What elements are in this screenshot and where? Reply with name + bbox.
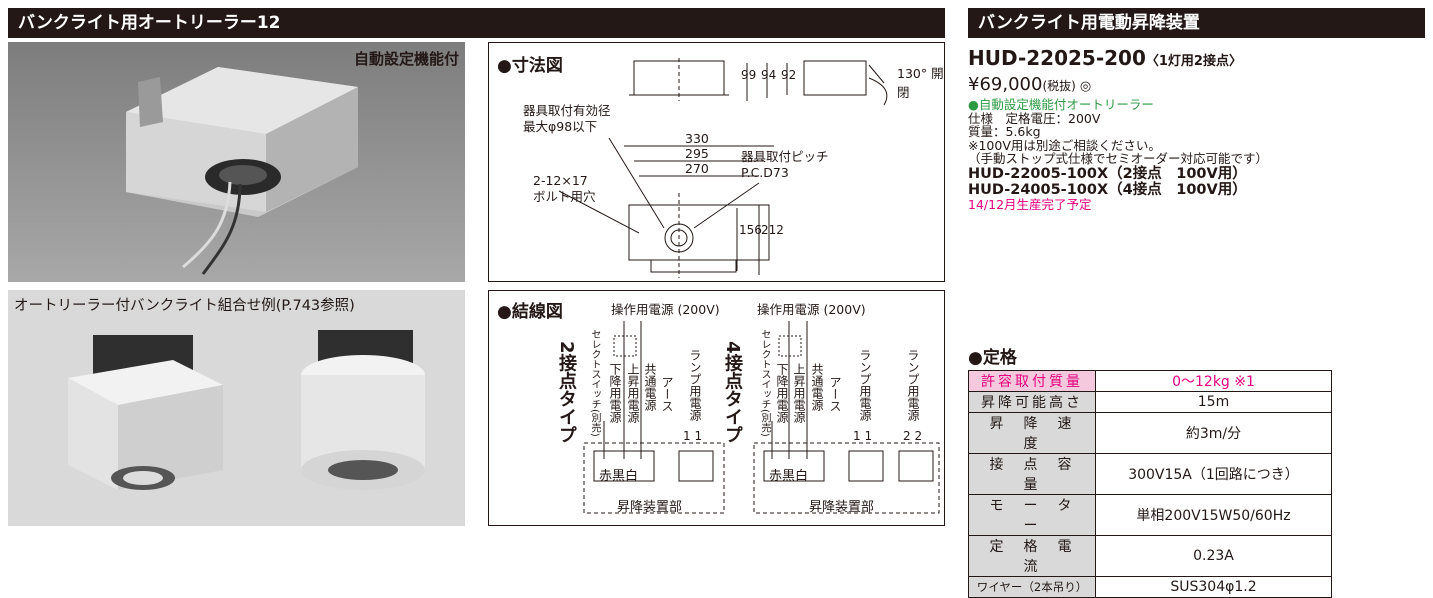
rating-row: モ ー タ ー単相200V15W50/60Hz bbox=[968, 494, 1332, 536]
feature-badge: 自動設定機能付 bbox=[353, 50, 459, 68]
auto-reeler-illustration bbox=[8, 42, 465, 282]
rating-value: 0.23A bbox=[1095, 535, 1332, 577]
dim-212: 212 bbox=[761, 223, 784, 237]
rating-key: 昇 降 速 度 bbox=[968, 412, 1096, 454]
product-price-line: ¥69,000(税抜)◎ bbox=[968, 74, 1091, 95]
dim-92: 92 bbox=[781, 68, 797, 82]
wiring-drawing bbox=[583, 321, 940, 514]
tax-note: (税抜) bbox=[1042, 79, 1076, 93]
open-angle-label: 130° 開閉 bbox=[897, 66, 944, 100]
variant-4-contact: HUD-24005-100X（4接点 100V用） bbox=[968, 181, 1247, 198]
spec-note-manual: （手動ストップ式仕様でセミオーダー対応可能です） bbox=[968, 151, 1269, 166]
down-power-label-4: 下降用電源 bbox=[775, 363, 789, 423]
product-model: HUD-22025-200〈1灯用2接点〉 bbox=[968, 46, 1242, 70]
type-2-contacts: 2接点タイプ bbox=[556, 341, 577, 444]
rating-key: 接 点 容 量 bbox=[968, 453, 1096, 495]
rating-row: ワイヤー（2本吊り）SUS304φ1.2 bbox=[968, 576, 1332, 598]
rating-key: 定 格 電 流 bbox=[968, 535, 1096, 577]
circle-mark: ◎ bbox=[1079, 79, 1092, 94]
rating-value: 0〜12kg ※1 bbox=[1095, 370, 1332, 392]
dim-94: 94 bbox=[761, 68, 777, 82]
power-label-4: 操作用電源 (200V) bbox=[757, 302, 866, 317]
product-price: ¥69,000 bbox=[968, 74, 1043, 95]
type-4-contacts: 4接点タイプ bbox=[722, 341, 743, 444]
discontinued-notice: 14/12月生産完了予定 bbox=[968, 196, 1092, 212]
rating-value: 15m bbox=[1095, 391, 1332, 413]
earth-label-2: アース bbox=[660, 376, 674, 412]
lamp-power-label-4b: ランプ用電源 bbox=[906, 349, 920, 421]
combination-illustration bbox=[68, 330, 425, 490]
dim-330: 330 bbox=[685, 131, 709, 146]
lamp-mark-1: 1 1 bbox=[683, 429, 703, 443]
right-section-header: バンクライト用電動昇降装置 bbox=[968, 8, 1425, 38]
wiring-panel: ●結線図 操作用電源 (200V) 操作用電源 (200V) 2接点タイプ 4接… bbox=[488, 290, 945, 526]
terminal-colors-2: 赤黒白 bbox=[599, 469, 639, 484]
rating-value: 単相200V15W50/60Hz bbox=[1095, 494, 1332, 536]
up-power-label-2: 上昇用電源 bbox=[626, 363, 640, 423]
rating-key: ワイヤー（2本吊り） bbox=[968, 576, 1096, 598]
product-specs: ●自動設定機能付オートリーラー 仕様 定格電圧：200V 質量：5.6kg ※1… bbox=[968, 98, 1268, 211]
dim-99: 99 bbox=[741, 68, 757, 82]
dimension-title: ●寸法図 bbox=[497, 56, 563, 76]
rating-key: モ ー タ ー bbox=[968, 494, 1096, 536]
common-power-label-2: 共通電源 bbox=[643, 363, 657, 411]
dim-156: 156 bbox=[739, 223, 762, 237]
lamp-power-label-2: ランプ用電源 bbox=[688, 349, 702, 421]
down-power-label-2: 下降用電源 bbox=[608, 363, 622, 423]
unit-label-2: 昇降装置部 bbox=[617, 500, 683, 515]
power-label-2: 操作用電源 (200V) bbox=[611, 302, 720, 317]
spec-weight: 質量：5.6kg bbox=[968, 124, 1041, 139]
spec-voltage: 仕様 定格電圧：200V bbox=[968, 110, 1101, 126]
auto-reeler-photo: 自動設定機能付 bbox=[8, 42, 465, 282]
rating-row: 昇 降 速 度約3m/分 bbox=[968, 412, 1332, 454]
dimension-drawing bbox=[558, 58, 888, 278]
model-note: 〈1灯用2接点〉 bbox=[1145, 54, 1242, 69]
combination-photo: オートリーラー付バンクライト組合せ例(P.743参照) bbox=[8, 290, 465, 526]
feature-line: ●自動設定機能付オートリーラー bbox=[968, 97, 1154, 112]
select-switch-label-4: セレクトスイッチ(別売) bbox=[759, 329, 770, 437]
dimension-panel: ●寸法図 130° 開閉 99 94 92 bbox=[488, 42, 945, 282]
spec-note-100v: ※100V用は別途ご相談ください。 bbox=[968, 137, 1161, 153]
lamp-mark-4a: 1 1 bbox=[853, 429, 873, 443]
rating-key: 昇降可能高さ bbox=[968, 391, 1096, 413]
lamp-power-label-4a: ランプ用電源 bbox=[858, 349, 872, 421]
dim-270: 270 bbox=[685, 161, 709, 176]
terminal-colors-4: 赤黒白 bbox=[769, 469, 809, 484]
rating-title: ●定格 bbox=[968, 348, 1017, 368]
rating-key: 許容取付質量 bbox=[968, 370, 1096, 392]
unit-label-4: 昇降装置部 bbox=[809, 500, 875, 515]
earth-label-4: アース bbox=[828, 376, 842, 412]
lamp-mark-4b: 2 2 bbox=[903, 429, 923, 443]
rating-value: 約3m/分 bbox=[1095, 412, 1332, 454]
up-power-label-4: 上昇用電源 bbox=[792, 363, 806, 423]
rating-value: 300V15A（1回路につき） bbox=[1095, 453, 1332, 495]
combination-caption: オートリーラー付バンクライト組合せ例(P.743参照) bbox=[14, 298, 355, 314]
variant-2-contact: HUD-22005-100X（2接点 100V用） bbox=[968, 165, 1247, 182]
dim-295: 295 bbox=[685, 146, 709, 161]
select-switch-label-2: セレクトスイッチ(別売) bbox=[589, 329, 600, 437]
common-power-label-4: 共通電源 bbox=[810, 363, 824, 411]
left-section-header: バンクライト用オートリーラー12 bbox=[8, 8, 945, 38]
wiring-title: ●結線図 bbox=[497, 302, 563, 322]
rating-value: SUS304φ1.2 bbox=[1095, 576, 1332, 598]
mount-hole-label: 器具取付有効径最大φ98以下 bbox=[523, 103, 611, 134]
